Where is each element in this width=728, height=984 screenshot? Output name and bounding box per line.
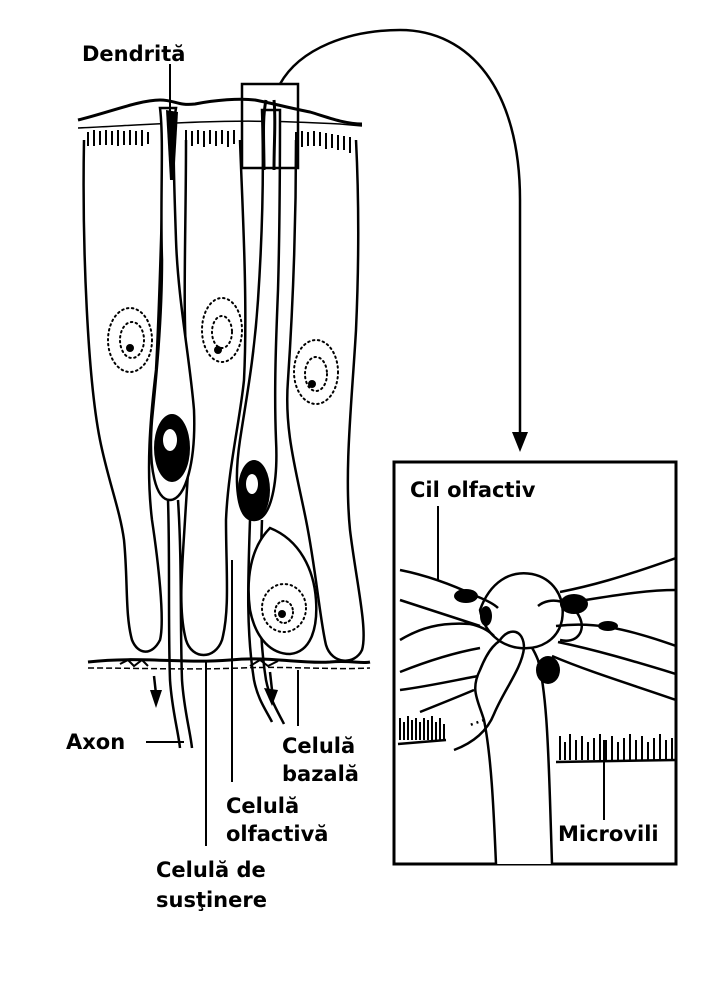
label-dendrita: Dendrită [82,42,186,66]
basement-membrane [87,657,371,665]
dendrite-highlight-box [240,82,300,170]
epithelium-surface-line [77,97,363,126]
olfactory-cell-b-outer [235,108,282,522]
zoom-connector-arrow [278,28,522,440]
axon-arrows [150,688,278,708]
label-celula-bazala-line2: bazală [282,762,359,786]
olfactory-cell-a-outer [149,106,196,502]
epithelium-surface-line-2 [77,120,363,129]
label-celula-olfactiva-line1: Celulă [226,794,300,818]
supporting-cell-left [82,139,166,653]
inset-microvilli [397,716,676,764]
olfactory-cell-a-dendrite-dark [166,110,178,180]
label-celula-bazala-line1: Celulă [282,734,356,758]
label-celula-olfactiva-line2: olfactivă [226,822,329,846]
label-axon: Axon [66,730,126,754]
supporting-nuclei [107,297,339,405]
label-celula-sustinere-line2: susţinere [156,888,267,912]
inset-shading [454,589,618,684]
supporting-nuclei-cores [126,344,316,388]
label-leaders [146,64,605,846]
label-cil-olfactiv: Cil olfactiv [410,478,536,502]
olfactory-cell-a-axon [166,499,194,749]
basal-cell-nucleus [261,583,307,633]
label-microvili: Microvili [558,822,659,846]
label-celula-sustinere-line1: Celulă de [156,858,266,882]
basal-cell [247,526,318,656]
surface-microvilli [87,130,351,153]
